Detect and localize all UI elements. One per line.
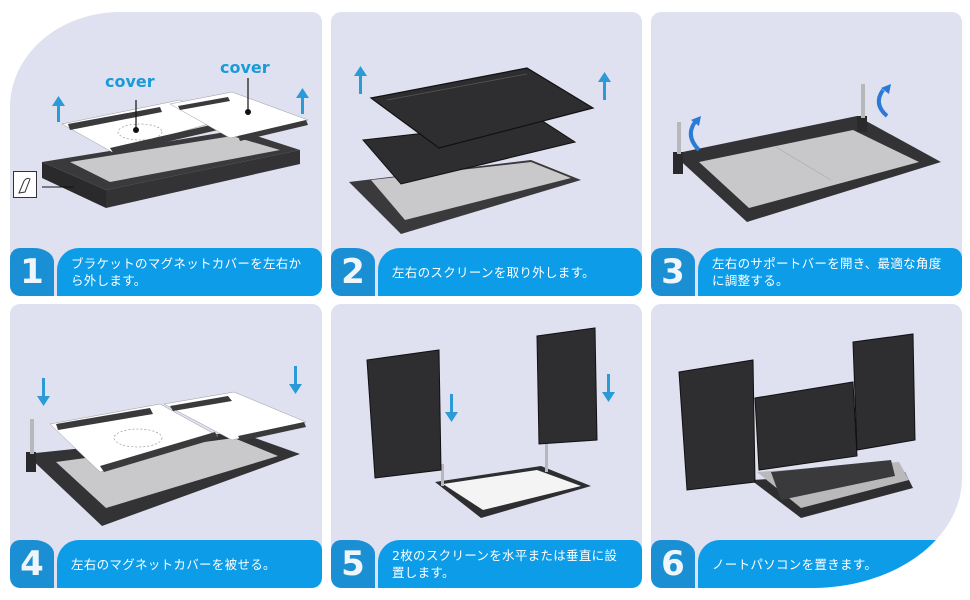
up-arrow-icon bbox=[598, 72, 611, 100]
step-instruction-text: ブラケットのマグネットカバーを左右から外します。 bbox=[57, 248, 322, 296]
step-panel-2: 2 左右のスクリーンを取り外します。 bbox=[331, 12, 642, 296]
down-arrow-icon bbox=[37, 378, 50, 406]
step-2-caption: 2 左右のスクリーンを取り外します。 bbox=[331, 248, 642, 296]
up-arrow-icon bbox=[52, 96, 65, 122]
instruction-grid: cover cover 1 ブラケットのマグネットカバーを左右から外します。 bbox=[10, 12, 968, 598]
up-arrow-icon bbox=[354, 66, 367, 94]
step-6-illustration bbox=[651, 304, 962, 536]
finger-press-icon bbox=[13, 171, 37, 198]
step-4-illustration bbox=[10, 304, 322, 536]
step-4-caption: 4 左右のマグネットカバーを被せる。 bbox=[10, 540, 322, 588]
cover-label-right: cover bbox=[220, 58, 270, 77]
step-instruction-text: 2枚のスクリーンを水平または垂直に設置します。 bbox=[378, 540, 642, 588]
step-3-illustration bbox=[651, 12, 962, 244]
step-1-illustration bbox=[10, 12, 322, 244]
step-number-badge: 2 bbox=[331, 248, 375, 296]
step-5-illustration bbox=[331, 304, 642, 536]
step-5-caption: 5 2枚のスクリーンを水平または垂直に設置します。 bbox=[331, 540, 642, 588]
down-arrow-icon bbox=[445, 394, 458, 422]
step-instruction-text: ノートパソコンを置きます。 bbox=[698, 540, 962, 588]
step-1-caption: 1 ブラケットのマグネットカバーを左右から外します。 bbox=[10, 248, 322, 296]
step-instruction-text: 左右のスクリーンを取り外します。 bbox=[378, 248, 642, 296]
step-panel-6: 6 ノートパソコンを置きます。 bbox=[651, 304, 962, 588]
step-panel-3: 3 左右のサポートバーを開き、最適な角度に調整する。 bbox=[651, 12, 962, 296]
rotate-arrow-icon bbox=[688, 116, 701, 152]
step-6-caption: 6 ノートパソコンを置きます。 bbox=[651, 540, 962, 588]
step-number-badge: 3 bbox=[651, 248, 695, 296]
cover-label-left: cover bbox=[105, 72, 155, 91]
step-2-illustration bbox=[331, 12, 642, 244]
step-instruction-text: 左右のマグネットカバーを被せる。 bbox=[57, 540, 322, 588]
step-number-badge: 5 bbox=[331, 540, 375, 588]
step-panel-4: 4 左右のマグネットカバーを被せる。 bbox=[10, 304, 322, 588]
down-arrow-icon bbox=[602, 374, 615, 402]
step-instruction-text: 左右のサポートバーを開き、最適な角度に調整する。 bbox=[698, 248, 962, 296]
step-number-badge: 4 bbox=[10, 540, 54, 588]
rotate-arrow-icon bbox=[876, 84, 891, 118]
step-panel-1: cover cover 1 ブラケットのマグネットカバーを左右から外します。 bbox=[10, 12, 322, 296]
step-3-caption: 3 左右のサポートバーを開き、最適な角度に調整する。 bbox=[651, 248, 962, 296]
step-number-badge: 6 bbox=[651, 540, 695, 588]
down-arrow-icon bbox=[289, 366, 302, 394]
step-panel-5: 5 2枚のスクリーンを水平または垂直に設置します。 bbox=[331, 304, 642, 588]
step-number-badge: 1 bbox=[10, 248, 54, 296]
